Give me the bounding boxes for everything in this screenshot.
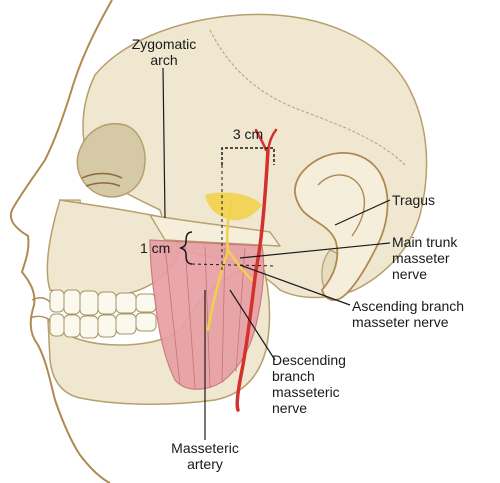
label-main-trunk: Main trunk masseter nerve (392, 234, 458, 282)
eyelid-lines (81, 172, 123, 187)
label-zygomatic-arch: Zygomatic arch (131, 36, 197, 68)
label-ascending-branch: Ascending branch masseter nerve (352, 298, 465, 330)
label-3cm: 3 cm (232, 126, 264, 142)
leader-lines (162, 67, 391, 440)
label-descending-branch: Descending branch masseteric nerve (272, 352, 346, 416)
masseteric-artery-vessel (235, 148, 270, 412)
nerve-ganglion (205, 192, 262, 221)
zygomatic-arch-bone (148, 214, 282, 247)
ear (294, 151, 389, 301)
dimension-brace-1cm (179, 231, 193, 265)
orbit (76, 123, 146, 198)
dimension-bracket-3cm (221, 147, 275, 165)
artery-branch (254, 128, 278, 152)
cranial-suture (209, 29, 406, 166)
dimension-line-1cm (191, 263, 276, 267)
label-tragus: Tragus (392, 192, 436, 208)
ear-inner (317, 174, 366, 237)
muscle-fibers (164, 245, 246, 389)
face-profile-outline (9, 0, 113, 483)
upper-teeth (49, 289, 157, 316)
masseter-muscle (149, 239, 265, 390)
lower-teeth (49, 312, 157, 339)
lip-outline (29, 297, 51, 321)
label-1cm: 1 cm (140, 240, 171, 256)
label-masseteric-artery: Masseteric artery (171, 440, 239, 472)
